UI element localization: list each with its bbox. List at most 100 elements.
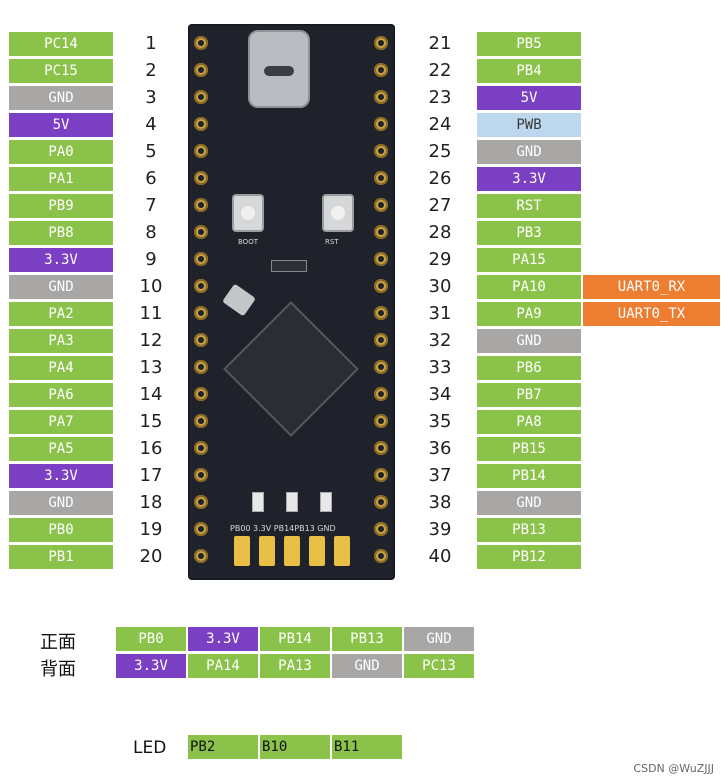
header-pad bbox=[374, 441, 388, 455]
header-pad bbox=[194, 495, 208, 509]
back-cell: PC13 bbox=[403, 653, 475, 679]
pin-number: 13 bbox=[139, 357, 163, 378]
header-pad bbox=[194, 279, 208, 293]
pin-label: PB15 bbox=[476, 436, 582, 462]
pin-number: 39 bbox=[428, 519, 452, 540]
pin-label: PA8 bbox=[476, 409, 582, 435]
header-pad bbox=[194, 252, 208, 266]
header-pad bbox=[194, 198, 208, 212]
header-pad bbox=[374, 252, 388, 266]
header-pad bbox=[194, 333, 208, 347]
pin-number: 31 bbox=[428, 303, 452, 324]
pin-number: 37 bbox=[428, 465, 452, 486]
pin-number: 17 bbox=[139, 465, 163, 486]
mcu-chip bbox=[223, 301, 359, 437]
header-pad bbox=[374, 279, 388, 293]
bottom-pad bbox=[309, 536, 325, 566]
pin-number: 33 bbox=[428, 357, 452, 378]
pin-label: PA9 bbox=[476, 301, 582, 327]
pin-number: 26 bbox=[428, 168, 452, 189]
pin-label: PB0 bbox=[8, 517, 114, 543]
led-2 bbox=[286, 492, 298, 512]
pin-number: 3 bbox=[145, 87, 157, 108]
pin-label: PA15 bbox=[476, 247, 582, 273]
pin-label: PA1 bbox=[8, 166, 114, 192]
pin-label: PB4 bbox=[476, 58, 582, 84]
pin-number: 29 bbox=[428, 249, 452, 270]
header-pad bbox=[194, 225, 208, 239]
usb-c-connector bbox=[248, 30, 310, 108]
pin-label: PB3 bbox=[476, 220, 582, 246]
pin-label: PB5 bbox=[476, 31, 582, 57]
pin-number: 6 bbox=[145, 168, 157, 189]
back-cell: GND bbox=[331, 653, 403, 679]
header-pad bbox=[194, 117, 208, 131]
pin-label: 3.3V bbox=[8, 247, 114, 273]
board-photo: BOOT RST PB00 3.3V PB14PB13 GND bbox=[188, 24, 395, 580]
header-pad bbox=[374, 549, 388, 563]
pin-number: 36 bbox=[428, 438, 452, 459]
header-pad bbox=[374, 198, 388, 212]
pin-number: 35 bbox=[428, 411, 452, 432]
pin-number: 30 bbox=[428, 276, 452, 297]
pin-label: PA4 bbox=[8, 355, 114, 381]
pin-label: PA5 bbox=[8, 436, 114, 462]
header-pad bbox=[374, 90, 388, 104]
pin-number: 16 bbox=[139, 438, 163, 459]
pin-label: RST bbox=[476, 193, 582, 219]
header-pad bbox=[194, 171, 208, 185]
pin-label: GND bbox=[8, 85, 114, 111]
header-pad bbox=[194, 360, 208, 374]
header-pad bbox=[374, 171, 388, 185]
pin-label: PB6 bbox=[476, 355, 582, 381]
pin-label: PA3 bbox=[8, 328, 114, 354]
header-pad bbox=[374, 387, 388, 401]
pin-number: 7 bbox=[145, 195, 157, 216]
header-pad bbox=[374, 117, 388, 131]
pin-number: 14 bbox=[139, 384, 163, 405]
header-pad bbox=[374, 522, 388, 536]
front-cell: GND bbox=[403, 626, 475, 652]
rst-silk-label: RST bbox=[325, 238, 339, 246]
pin-label: GND bbox=[476, 328, 582, 354]
pin-number: 8 bbox=[145, 222, 157, 243]
front-cell: 3.3V bbox=[187, 626, 259, 652]
led-title: LED bbox=[133, 738, 167, 758]
header-pad bbox=[194, 441, 208, 455]
header-pad bbox=[194, 387, 208, 401]
header-pad bbox=[194, 63, 208, 77]
pin-label: 3.3V bbox=[476, 166, 582, 192]
bottom-pad bbox=[234, 536, 250, 566]
pin-number: 18 bbox=[139, 492, 163, 513]
boot-silk-label: BOOT bbox=[238, 238, 258, 246]
pin-label: PB12 bbox=[476, 544, 582, 570]
bottom-pad bbox=[259, 536, 275, 566]
pin-label: GND bbox=[476, 139, 582, 165]
pin-number: 11 bbox=[139, 303, 163, 324]
pin-number: 22 bbox=[428, 60, 452, 81]
pin-label: PA10 bbox=[476, 274, 582, 300]
pin-number: 32 bbox=[428, 330, 452, 351]
uart-label: UART0_RX bbox=[582, 274, 721, 300]
header-pad bbox=[194, 522, 208, 536]
led-1 bbox=[252, 492, 264, 512]
led-3 bbox=[320, 492, 332, 512]
pin-number: 9 bbox=[145, 249, 157, 270]
header-pad bbox=[374, 225, 388, 239]
header-pad bbox=[194, 306, 208, 320]
pin-number: 24 bbox=[428, 114, 452, 135]
back-cell: PA14 bbox=[187, 653, 259, 679]
pin-label: PA0 bbox=[8, 139, 114, 165]
back-cell: 3.3V bbox=[115, 653, 187, 679]
pin-label: 5V bbox=[476, 85, 582, 111]
pin-number: 34 bbox=[428, 384, 452, 405]
header-pad bbox=[374, 306, 388, 320]
header-pad bbox=[374, 333, 388, 347]
pin-number: 15 bbox=[139, 411, 163, 432]
header-pad bbox=[374, 63, 388, 77]
front-cell: PB14 bbox=[259, 626, 331, 652]
pin-number: 20 bbox=[139, 546, 163, 567]
boot-button bbox=[232, 194, 264, 232]
crystal-oscillator bbox=[222, 283, 256, 317]
pin-number: 38 bbox=[428, 492, 452, 513]
